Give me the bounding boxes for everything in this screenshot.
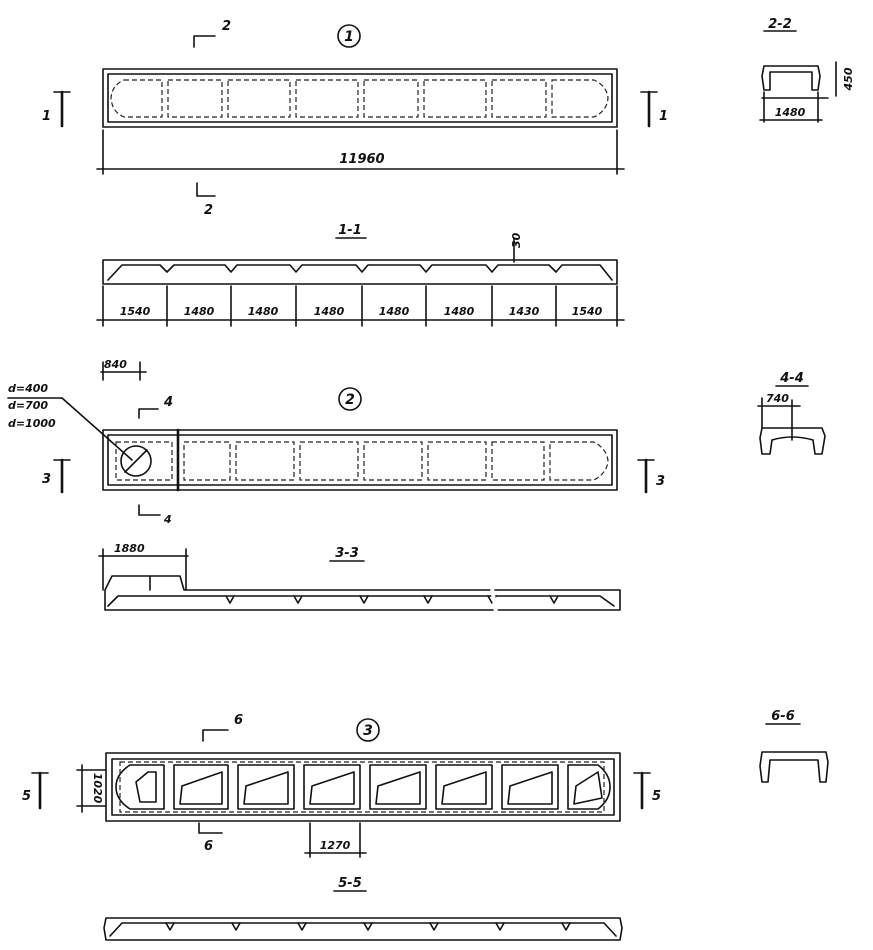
panel-2-cells [183,441,609,481]
dim-span-7: 1430 [509,305,540,318]
dim-span-2: 1480 [184,305,215,318]
section-6-6: 6-6 [759,709,829,783]
dim-cell-height: 1020 [91,773,104,804]
cut-3-left-label: 3 [42,472,51,487]
panel-2-inner [107,434,613,486]
section-3-3: 3-3 1880 [98,542,621,613]
cut-1-right-label: 1 [659,109,668,124]
section-5-5: 5-5 [103,876,623,941]
mark-1-label: 1 [344,29,354,45]
panel-2-plan: 2 840 d=400 d=700 d=1000 4 4 [7,358,665,526]
panel-1-inner [107,73,613,123]
dim-span-3: 1480 [248,305,279,318]
panel-1-outline [102,68,618,128]
hole-d2: d=700 [8,399,48,412]
cut-4-top-label: 4 [163,395,173,410]
panel-3-inner [111,758,615,816]
cut-1-left-label: 1 [42,109,51,124]
dim-span-4: 1480 [314,305,345,318]
section-1-1-profile [102,259,618,285]
mark-3-label: 3 [363,723,373,739]
section-2-2-title: 2-2 [768,17,792,32]
panel-2-outline [102,429,618,491]
section-3-3-title: 3-3 [335,546,359,561]
mark-1-circle [337,24,361,48]
panel-1-plan: 1 2 2 1 1 11960 [42,19,668,218]
section-5-5-profile [103,917,623,941]
section-2-2-profile [761,65,821,91]
dim-sec44-width: 740 [766,392,789,405]
panel-3-rib-lines [119,761,605,813]
mark-3-circle [356,718,380,742]
cut-6-bottom-label: 6 [204,839,213,854]
section-4-4: 4-4 740 [757,371,826,455]
section-2-2: 2-2 1480 450 [759,17,855,123]
dim-section-height: 450 [842,67,855,91]
section-6-6-title: 6-6 [771,709,795,724]
dim-cell-width: 1270 [320,839,351,852]
section-1-1: 1-1 30 1540 1480 1480 1480 1480 1480 143… [96,223,625,327]
dim-span-5: 1480 [379,305,410,318]
dim-span-8: 1540 [572,305,603,318]
section-6-6-profile [759,751,829,783]
section-1-1-ticks [102,285,618,327]
section-3-3-profile [104,575,621,611]
mark-2-circle [338,387,362,411]
section-5-5-ribs [165,922,571,931]
dim-total-length: 11960 [339,152,384,167]
panel-1-cells [110,79,609,118]
section-3-3-ribs [225,595,559,604]
cut-2-bottom-label: 2 [204,203,213,218]
section-1-1-title: 1-1 [338,223,362,238]
cut-5-right-label: 5 [652,789,661,804]
hole-circle [120,445,152,477]
section-4-4-title: 4-4 [779,371,804,386]
dim-rib: 30 [510,232,523,248]
cut-5-left-label: 5 [22,789,31,804]
dim-hole-offset: 840 [104,358,127,371]
dim-span-6: 1480 [444,305,475,318]
dim-span-1: 1540 [120,305,151,318]
panel-3-outline [105,752,621,822]
cut-2-top-label: 2 [222,19,231,34]
hole-d3: d=1000 [8,417,56,430]
section-4-4-profile [759,427,826,455]
mark-2-label: 2 [345,392,355,408]
cut-3-right-label: 3 [656,474,665,489]
panel-3-cells [115,764,611,810]
dim-section-width: 1480 [775,106,806,119]
section-1-1-ribs [107,264,613,281]
hole-d1: d=400 [8,382,48,395]
section-5-5-title: 5-5 [338,876,362,891]
panel-3-plan: 3 6 6 [22,713,661,858]
cut-4-bottom-label: 4 [163,513,172,526]
dim-end-length: 1880 [114,542,145,555]
cut-6-top-label: 6 [234,713,243,728]
